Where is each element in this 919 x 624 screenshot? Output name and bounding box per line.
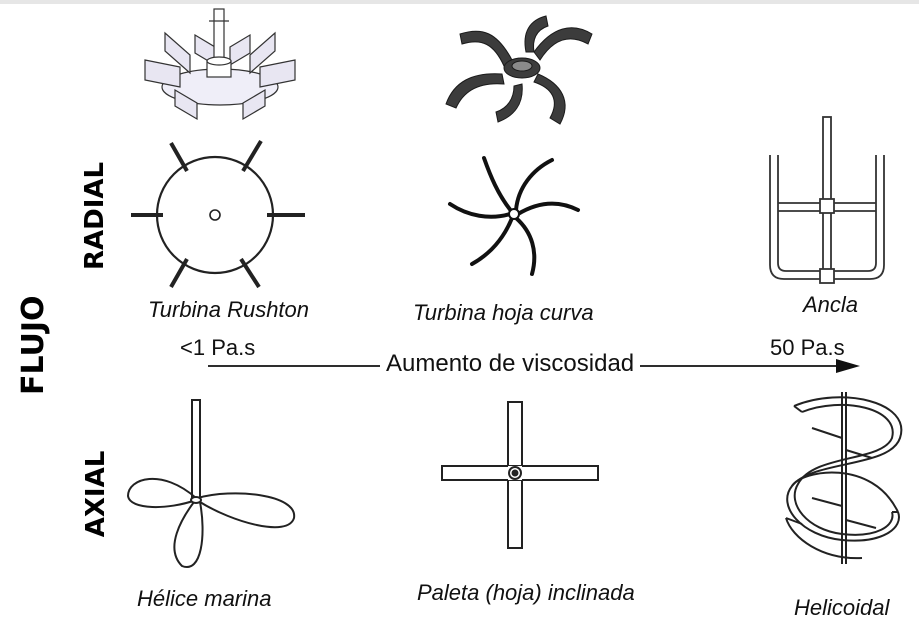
anchor-label: Ancla <box>803 292 859 317</box>
pitched-paddle-figure <box>441 401 599 549</box>
helical-figure <box>785 392 903 564</box>
anchor-figure <box>769 116 885 284</box>
rushton-3d-figure <box>144 8 296 121</box>
top-border <box>0 0 919 4</box>
pitched-label: Paleta (hoja) inclinada <box>417 580 635 605</box>
helical-label: Helicoidal <box>794 595 890 620</box>
marine-label: Hélice marina <box>137 586 272 611</box>
curved-blade-label: Turbina hoja curva <box>413 300 594 325</box>
curved-blade-3d-figure <box>445 15 593 125</box>
low-viscosity-label: <1 Pa.s <box>180 335 256 360</box>
curved-blade-top-figure <box>448 156 580 276</box>
rushton-top-figure <box>131 139 305 289</box>
high-viscosity-label: 50 Pa.s <box>770 335 845 360</box>
marine-propeller-figure <box>126 399 296 568</box>
axial-label: AXIAL <box>81 450 111 538</box>
viscosity-caption: Aumento de viscosidad <box>380 350 641 378</box>
flujo-label: FLUJO <box>16 295 51 395</box>
radial-label: RADIAL <box>80 161 110 270</box>
rushton-label: Turbina Rushton <box>148 297 310 322</box>
